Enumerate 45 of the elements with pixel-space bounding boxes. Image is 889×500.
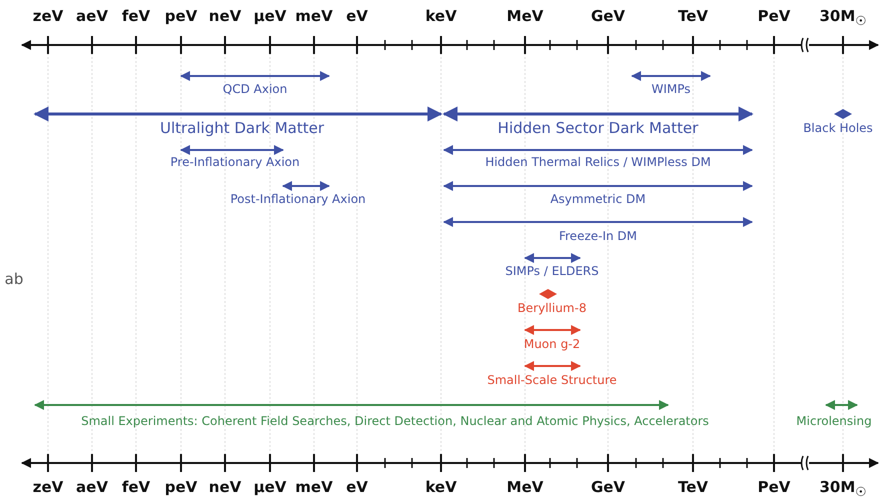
tick-label: μeV — [254, 480, 286, 495]
tick-label: keV — [425, 480, 457, 495]
range-label: Ultralight Dark Matter — [160, 121, 324, 136]
tick-label: PeV — [758, 480, 790, 495]
range-label: ab — [4, 272, 24, 287]
tick-label: meV — [295, 480, 333, 495]
tick-label: GeV — [590, 480, 626, 495]
range-label: SIMPs / ELDERS — [505, 265, 599, 277]
tick-label: peV — [164, 480, 198, 495]
range-label: Freeze-In DM — [558, 230, 638, 242]
tick-label: MeV — [506, 480, 544, 495]
range-label: WIMPs — [651, 83, 691, 95]
range-label: Post-Inflationary Axion — [230, 193, 366, 205]
range-label: QCD Axion — [222, 83, 288, 95]
tick-label: feV — [122, 480, 150, 495]
tick-label: zeV — [32, 9, 64, 24]
tick-label: peV — [164, 9, 198, 24]
tick-label: neV — [208, 480, 242, 495]
range-label: Hidden Sector Dark Matter — [498, 121, 698, 136]
range-label: Pre-Inflationary Axion — [170, 156, 300, 168]
tick-label: eV — [346, 9, 368, 24]
range-label: Hidden Thermal Relics / WIMPless DM — [485, 156, 711, 168]
range-label: Small-Scale Structure — [487, 374, 617, 386]
tick-label: 30M$_{☉}$ — [819, 480, 867, 498]
tick-label: MeV — [506, 9, 544, 24]
tick-label: TeV — [678, 9, 708, 24]
tick-label: eV — [346, 480, 368, 495]
tick-label: keV — [425, 9, 457, 24]
range-label: Asymmetric DM — [550, 193, 646, 205]
tick-label: GeV — [590, 9, 626, 24]
range-label: Small Experiments: Coherent Field Searches, Direct Detection, Nuclear and Atomic Physics, Accelerators — [81, 415, 709, 427]
range-label: Black Holes — [803, 122, 873, 134]
tick-label: aeV — [76, 9, 108, 24]
range-label: Muon g-2 — [524, 338, 580, 350]
tick-label: μeV — [254, 9, 286, 24]
tick-label: PeV — [758, 9, 790, 24]
tick-label: TeV — [678, 480, 708, 495]
tick-label: zeV — [32, 480, 64, 495]
range-label: Beryllium-8 — [518, 302, 586, 314]
tick-label: feV — [122, 9, 150, 24]
tick-label: meV — [295, 9, 333, 24]
tick-label: neV — [208, 9, 242, 24]
tick-label: 30M$_{☉}$ — [819, 9, 867, 28]
tick-label: aeV — [76, 480, 108, 495]
range-label: Microlensing — [796, 415, 872, 427]
